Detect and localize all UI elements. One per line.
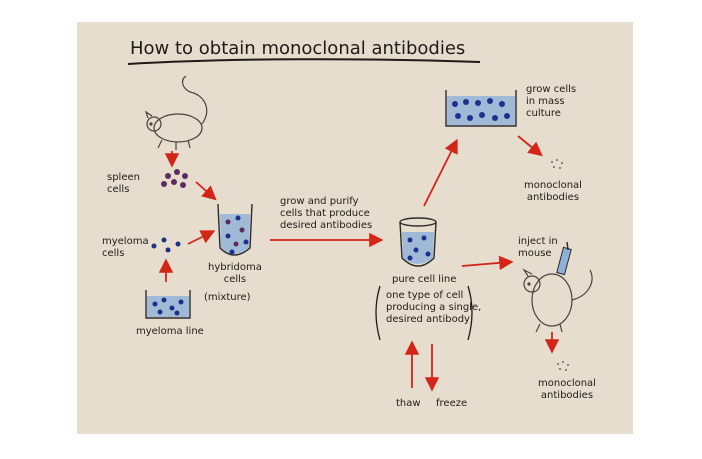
arrow-spleen-to-hybridoma [195, 181, 217, 201]
monoclonal-bottom-label: monoclonal antibodies [538, 378, 596, 401]
antibody-dots-top-icon [551, 159, 563, 169]
inject-mouse-label: inject in mouse [518, 236, 558, 259]
myeloma-line-dish [145, 290, 191, 319]
arrow-pure-to-mass [423, 138, 458, 207]
myeloma-line-label: myeloma line [136, 326, 204, 337]
arrow-pure-to-mouse [461, 255, 514, 271]
hybridoma-tube [217, 203, 253, 256]
mixture-label: (mixture) [204, 292, 251, 303]
paper-sheet [77, 22, 633, 434]
grow-purify-label: grow and purify cells that produce desir… [280, 196, 373, 231]
thaw-label: thaw [396, 398, 421, 409]
myeloma-cells-label: myeloma cells [102, 236, 149, 259]
grow-mass-label: grow cells in mass culture [526, 84, 577, 119]
hybridoma-cells-label: hybridoma cells [208, 262, 262, 285]
mass-culture-dish [445, 90, 517, 127]
pure-cell-line-label: pure cell line [392, 274, 457, 285]
myeloma-cells-icon [151, 237, 181, 253]
diagram-title: How to obtain monoclonal antibodies [130, 38, 466, 59]
pure-cell-line-tube [399, 217, 437, 267]
spleen-cells-label: spleen cells [107, 172, 140, 195]
one-type-label: one type of cell producing a single, des… [386, 290, 482, 325]
title-underline [127, 58, 481, 65]
freeze-label: freeze [436, 398, 468, 409]
monoclonal-top-label: monoclonal antibodies [524, 180, 582, 203]
antibody-dots-bottom-icon [557, 361, 569, 371]
arrow-mass-to-antibodies [517, 135, 543, 157]
arrow-myeloma-to-hybridoma [187, 230, 216, 245]
mouse-top-icon [144, 75, 208, 150]
left-bracket [375, 285, 381, 341]
syringe-icon [556, 241, 572, 276]
spleen-cells-icon [161, 169, 188, 188]
right-bracket [467, 285, 473, 341]
mouse-bottom-icon [522, 268, 593, 333]
